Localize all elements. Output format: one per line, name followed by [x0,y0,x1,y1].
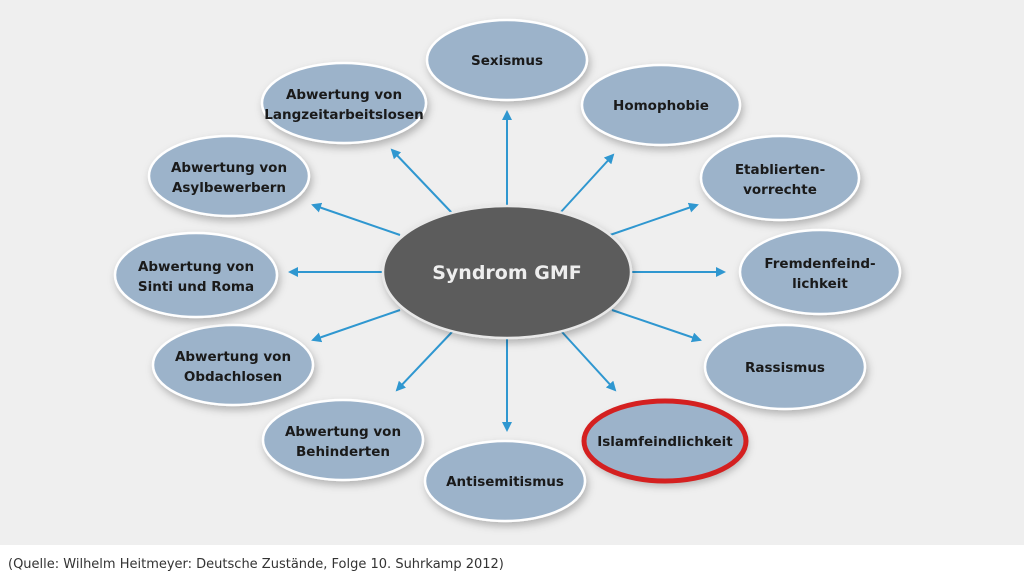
node-islamfeindlichkeit: Islamfeindlichkeit [581,398,749,484]
arrow-homophobie [559,153,615,214]
node-label: Islamfeindlichkeit [597,434,733,450]
node-label: Abwertung von [175,349,291,365]
node-label: Obdachlosen [184,369,282,385]
arrows [288,110,726,432]
node-label: Homophobie [613,98,709,114]
arrow-behinderte [395,331,453,392]
node-homophobie: Homophobie [580,63,742,147]
node-label: Rassismus [745,360,825,376]
node-obdachlose: Abwertung von Obdachlosen [151,323,315,407]
node-label: Etablierten- [735,162,825,178]
node-label: Abwertung von [285,424,401,440]
node-asylbewerber: Abwertung von Asylbewerbern [147,134,311,218]
arrow-islamfeindlichkeit [561,331,617,392]
node-label: Sexismus [471,53,543,69]
center-label: Syndrom GMF [432,262,582,284]
node-antisemitismus: Antisemitismus [423,439,587,523]
node-langzeitarbeitslose: Abwertung von Langzeitarbeitslosen [260,61,428,145]
center-node: Syndrom GMF [381,204,633,340]
source-caption: (Quelle: Wilhelm Heitmeyer: Deutsche Zus… [8,557,504,572]
node-sexismus: Sexismus [425,18,589,102]
arrow-langzeitarbeitslose [390,148,453,214]
node-label: Sinti und Roma [138,279,254,295]
node-etabliertenvorrechte: Etablierten- vorrechte [699,134,861,222]
node-label: Fremdenfeind- [764,256,875,272]
arrow-obdachlose [311,309,401,343]
arrow-asylbewerber [311,202,401,236]
node-label: Langzeitarbeitslosen [264,107,424,123]
node-fremdenfeindlichkeit: Fremdenfeind- lichkeit [738,228,902,316]
node-sinti-roma: Abwertung von Sinti und Roma [113,231,279,319]
node-label: vorrechte [743,182,817,198]
highlight-circle [581,398,749,484]
node-label: Abwertung von [138,259,254,275]
node-behinderte: Abwertung von Behinderten [261,398,425,482]
node-label: Abwertung von [171,160,287,176]
node-label: Antisemitismus [446,474,564,490]
arrow-rassismus [611,309,702,343]
arrow-etabliertenvorrechte [609,202,699,236]
node-label: Asylbewerbern [172,180,286,196]
node-label: Abwertung von [286,87,402,103]
gmf-diagram: Sexismus Homophobie Etablierten- vorrech… [113,18,902,523]
node-rassismus: Rassismus [703,323,867,411]
node-label: Behinderten [296,444,390,460]
node-label: lichkeit [792,276,848,292]
